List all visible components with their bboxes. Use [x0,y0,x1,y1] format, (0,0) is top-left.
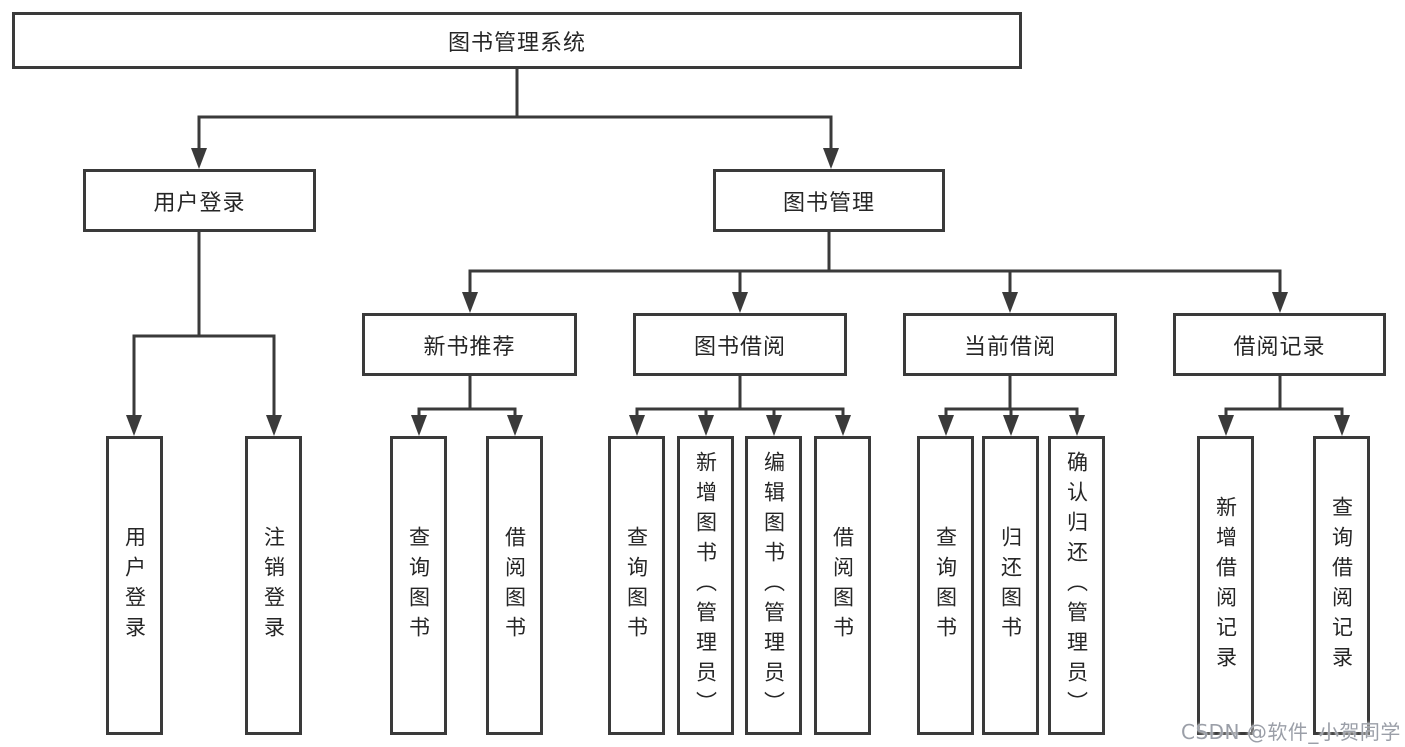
node-user-login: 用户登录 [83,169,316,232]
watermark: CSDN @软件_小贺同学 [1181,720,1401,744]
leaf-records-search-record: 查询借阅记录 [1313,436,1370,735]
node-new-book-recommend-label: 新书推荐 [423,334,516,360]
leaf-recommend-borrow-book: 借阅图书 [486,436,543,735]
node-book-borrow-label: 图书借阅 [693,334,786,360]
leaf-current-return-book-label: 归还图书 [998,525,1023,646]
leaf-current-search-book-label: 查询图书 [933,525,958,646]
leaf-borrow-borrow-book: 借阅图书 [814,436,871,735]
leaf-borrow-add-book-admin: 新增图书（管理员） [677,436,734,735]
node-borrow-records-label: 借阅记录 [1233,334,1326,360]
leaf-logout: 注销登录 [245,436,302,735]
node-root-label: 图书管理系统 [447,30,586,56]
node-current-borrow: 当前借阅 [903,313,1117,376]
node-book-management-label: 图书管理 [782,190,875,216]
node-current-borrow-label: 当前借阅 [963,334,1056,360]
leaf-records-search-record-label: 查询借阅记录 [1329,495,1354,676]
node-root: 图书管理系统 [12,12,1022,69]
leaf-borrow-borrow-book-label: 借阅图书 [830,525,855,646]
leaf-user-login-label: 用户登录 [122,525,147,646]
leaf-recommend-borrow-book-label: 借阅图书 [502,525,527,646]
leaf-borrow-edit-book-admin-label: 编辑图书（管理员） [761,450,786,721]
leaf-user-login: 用户登录 [106,436,163,735]
leaf-records-add-record-label: 新增借阅记录 [1213,495,1238,676]
leaf-recommend-search-book-label: 查询图书 [406,525,431,646]
leaf-current-search-book: 查询图书 [917,436,974,735]
leaf-current-confirm-return-admin: 确认归还（管理员） [1048,436,1105,735]
leaf-recommend-search-book: 查询图书 [390,436,447,735]
leaf-borrow-add-book-admin-label: 新增图书（管理员） [693,450,718,721]
node-book-management: 图书管理 [713,169,945,232]
leaf-borrow-edit-book-admin: 编辑图书（管理员） [745,436,802,735]
leaf-current-confirm-return-admin-label: 确认归还（管理员） [1064,450,1089,721]
leaf-borrow-search-book: 查询图书 [608,436,665,735]
leaf-records-add-record: 新增借阅记录 [1197,436,1254,735]
node-borrow-records: 借阅记录 [1173,313,1386,376]
node-book-borrow: 图书借阅 [633,313,847,376]
node-user-login-label: 用户登录 [153,190,246,216]
leaf-logout-label: 注销登录 [261,525,286,646]
leaf-borrow-search-book-label: 查询图书 [624,525,649,646]
leaf-current-return-book: 归还图书 [982,436,1039,735]
node-new-book-recommend: 新书推荐 [362,313,577,376]
